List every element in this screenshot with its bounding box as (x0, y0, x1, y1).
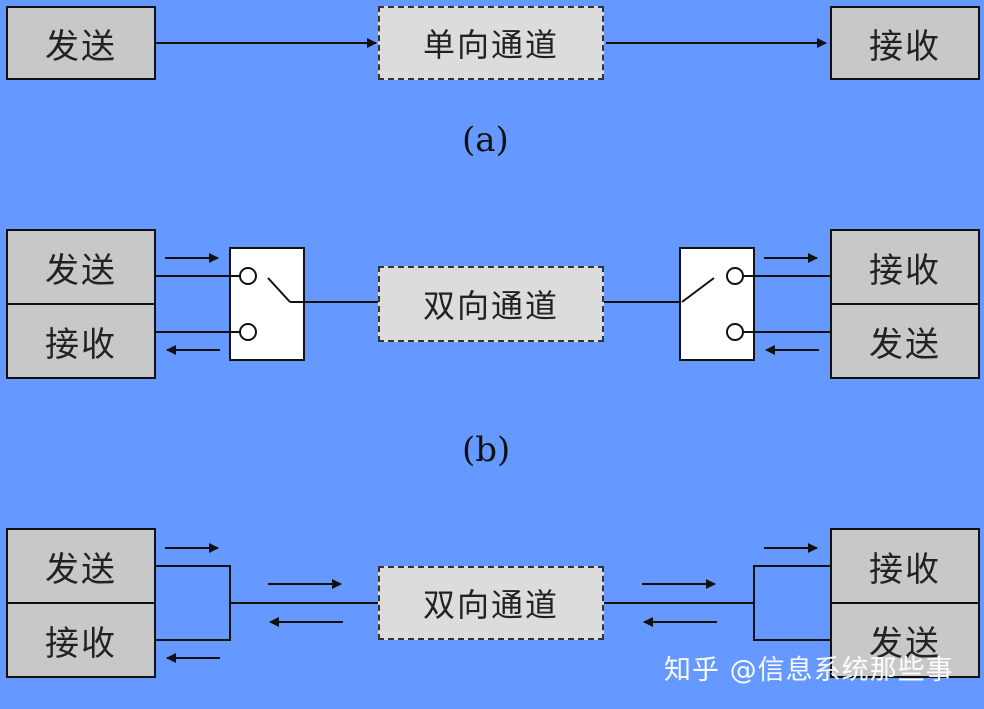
c-left-bottom-box: 接收 (6, 602, 156, 678)
a-receive-label: 接收 (869, 26, 941, 67)
c-right-top-box: 接收 (830, 528, 980, 604)
watermark-text: 知乎 @信息系统那些事 (664, 655, 954, 686)
b-right-bottom-box: 发送 (830, 303, 980, 379)
b-left-top-label: 发送 (45, 250, 117, 291)
b-left-switch-lever (267, 277, 291, 303)
b-channel-box: 双向通道 (378, 266, 604, 342)
a-channel-label: 单向通道 (422, 26, 559, 64)
b-left-bottom-label: 接收 (45, 324, 117, 365)
b-right-switch-box (679, 247, 755, 361)
a-send-label: 发送 (45, 26, 117, 67)
c-right-bottom-box: 发送 (830, 602, 980, 678)
c-channel-label: 双向通道 (422, 586, 559, 624)
b-left-top-box: 发送 (6, 229, 156, 305)
b-left-bottom-box: 接收 (6, 303, 156, 379)
a-receive-box: 接收 (830, 6, 980, 80)
c-left-top-box: 发送 (6, 528, 156, 604)
b-right-switch-contact-bottom (726, 323, 744, 341)
caption-b: (b) (462, 430, 511, 470)
c-right-bottom-label: 发送 (869, 623, 941, 664)
b-left-switch-contact-bottom (239, 323, 257, 341)
b-left-switch-contact-top (239, 267, 257, 285)
b-right-switch-contact-top (726, 267, 744, 285)
caption-a: (a) (462, 120, 509, 160)
b-right-top-box: 接收 (830, 229, 980, 305)
b-right-top-label: 接收 (869, 250, 941, 291)
b-channel-label: 双向通道 (422, 287, 559, 325)
b-right-switch-lever (681, 277, 715, 303)
c-channel-box: 双向通道 (378, 566, 604, 640)
b-right-bottom-label: 发送 (869, 324, 941, 365)
c-right-top-label: 接收 (869, 549, 941, 590)
a-channel-box: 单向通道 (378, 6, 604, 80)
c-left-top-label: 发送 (45, 549, 117, 590)
c-left-bottom-label: 接收 (45, 623, 117, 664)
b-left-switch-box (229, 247, 305, 361)
a-send-box: 发送 (6, 6, 156, 80)
